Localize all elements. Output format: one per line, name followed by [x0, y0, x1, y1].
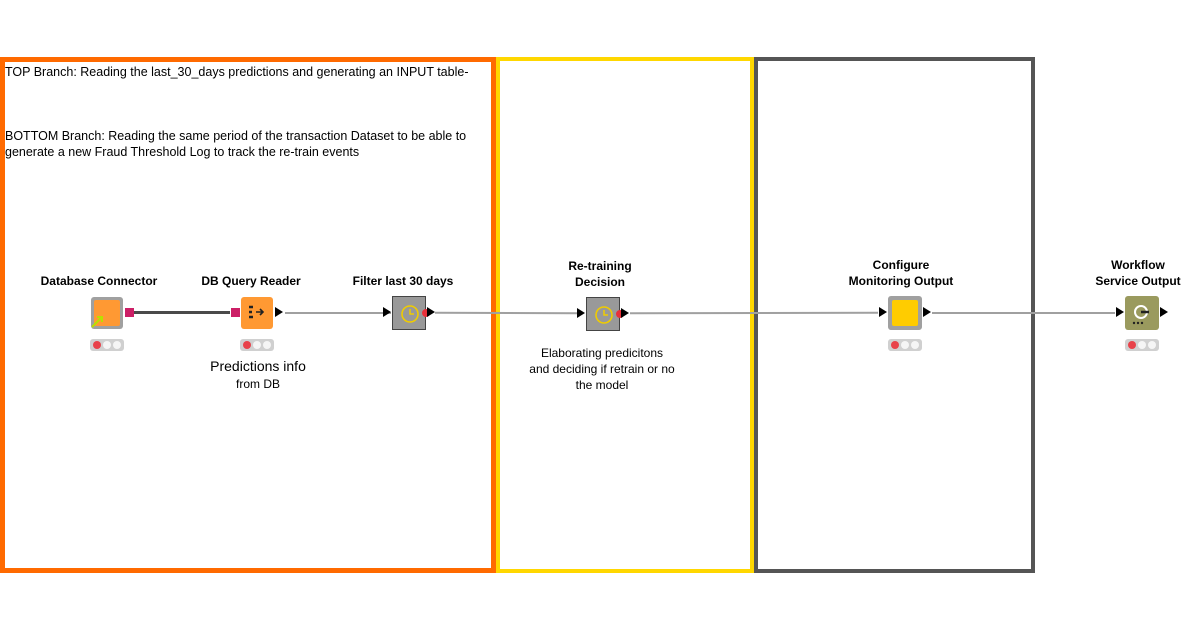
- status-traffic-light: [1125, 339, 1159, 351]
- data-input-port[interactable]: [383, 307, 391, 317]
- node-configure-monitoring-output[interactable]: [888, 296, 922, 330]
- node-filter-last-30-days[interactable]: [392, 296, 426, 330]
- node-label-workflow-2: Service Output: [1095, 274, 1181, 288]
- node-database-connector[interactable]: [91, 297, 123, 329]
- data-output-port[interactable]: [923, 307, 931, 317]
- service-output-icon: [1132, 305, 1149, 325]
- data-output-port[interactable]: [275, 307, 283, 317]
- clock-icon: [595, 306, 613, 324]
- data-input-port[interactable]: [577, 308, 585, 318]
- clock-icon: [401, 305, 419, 323]
- data-input-port[interactable]: [1116, 307, 1124, 317]
- db-output-port[interactable]: [125, 308, 134, 317]
- connection-3[interactable]: [629, 311, 879, 315]
- node-label-retraining: Re-training: [568, 259, 632, 273]
- node-label-retraining-2: Decision: [574, 275, 625, 289]
- connection-4[interactable]: [932, 312, 1115, 314]
- error-output-port: [422, 309, 430, 317]
- arrow-icon: [91, 316, 103, 328]
- error-output-port: [616, 310, 624, 318]
- node-re-training-decision[interactable]: [586, 297, 620, 331]
- connection-1[interactable]: [285, 312, 391, 314]
- data-output-port[interactable]: [427, 307, 435, 317]
- node-label-configure-2: Monitoring Output: [848, 274, 954, 288]
- node-label-database-connector: Database Connector: [40, 274, 158, 288]
- annotation-text-bottom: BOTTOM Branch: Reading the same period o…: [5, 129, 470, 159]
- node-db-query-reader[interactable]: [241, 297, 273, 329]
- annotation-text-top: TOP Branch: Reading the last_30_days pre…: [5, 65, 469, 79]
- connection-db[interactable]: [134, 311, 230, 314]
- data-input-port[interactable]: [879, 307, 887, 317]
- node-label-filter: Filter last 30 days: [352, 274, 454, 288]
- node-label-db-query-reader: DB Query Reader: [201, 274, 301, 288]
- node-label-workflow: Workflow: [1111, 258, 1165, 272]
- status-traffic-light: [888, 339, 922, 351]
- node-description-db-query-reader-2: from DB: [235, 377, 280, 391]
- db-reader-icon: [249, 305, 265, 319]
- status-traffic-light: [240, 339, 274, 351]
- node-description-db-query-reader: Predictions info: [210, 358, 306, 374]
- node-description-retraining-3: the model: [575, 378, 629, 392]
- node-workflow-service-output[interactable]: [1125, 296, 1159, 330]
- node-description-retraining-1: Elaborating predicitons: [540, 346, 664, 360]
- status-traffic-light: [90, 339, 124, 351]
- data-output-port[interactable]: [621, 308, 629, 318]
- node-label-configure: Configure: [872, 258, 930, 272]
- db-input-port[interactable]: [231, 308, 240, 317]
- node-description-retraining-2: and deciding if retrain or no: [529, 362, 675, 376]
- data-output-port[interactable]: [1160, 307, 1168, 317]
